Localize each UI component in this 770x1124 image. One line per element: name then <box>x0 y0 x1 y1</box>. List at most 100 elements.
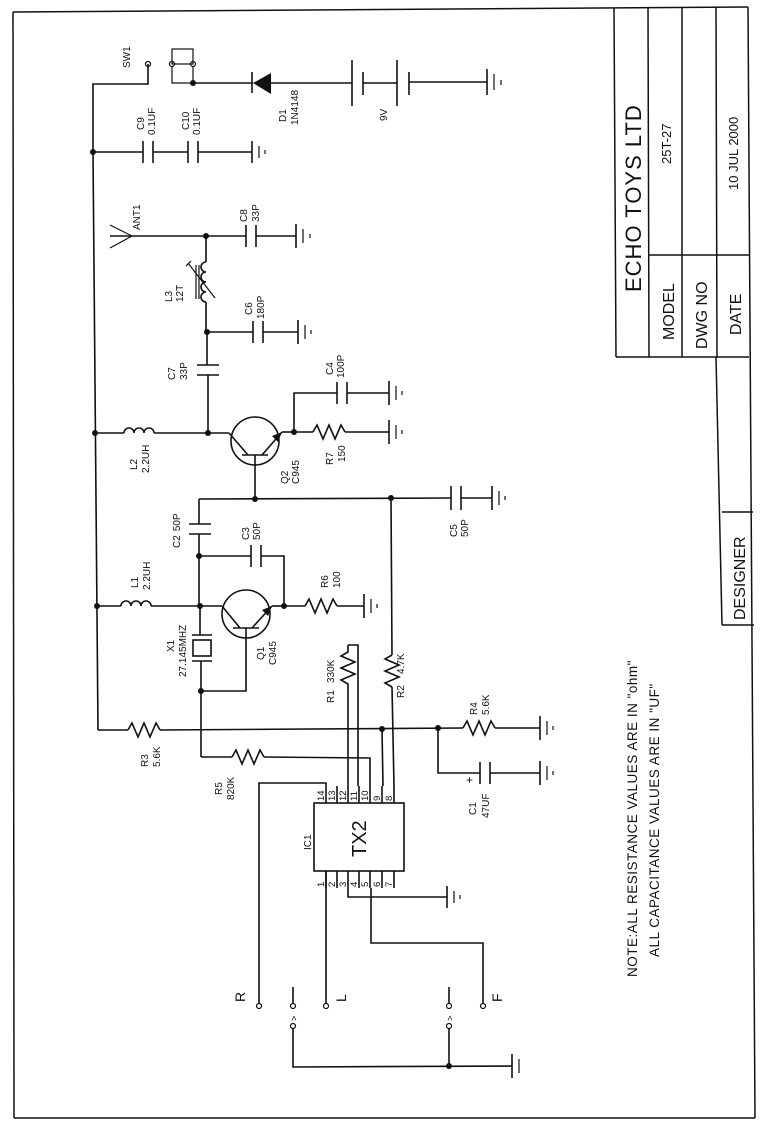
date-value: 10 JUL 2000 <box>726 117 741 190</box>
r2-ref: R2 <box>396 685 407 698</box>
date-label: DATE <box>728 294 745 335</box>
input-f-label: F <box>489 993 505 1002</box>
c3-ref: C3 <box>241 527 252 540</box>
c1-ref: C1 <box>468 802 479 815</box>
q2-ref: Q2 <box>280 470 291 484</box>
r5-resistor: R5 820K <box>201 747 371 800</box>
c1-polarity: + <box>466 773 473 787</box>
q2-base-network: C5 50P <box>198 486 506 537</box>
model-value: 25T-27 <box>659 124 674 164</box>
ic1-pin-5-number: 5 <box>360 882 371 887</box>
switch-arrow-right: > <box>445 1016 455 1021</box>
company-name: ECHO TOYS LTD <box>621 104 646 292</box>
sw1-switch: SW1 <box>122 46 197 86</box>
c7-capacitor: C7 33P <box>167 332 219 433</box>
ic1-pin-6-number: 6 <box>372 882 383 887</box>
r5-value: 820K <box>226 776 237 800</box>
r1-ref: R1 <box>326 690 337 703</box>
c4-capacitor: C4 100P <box>293 354 403 432</box>
q2-transistor: Q2 C945 <box>228 416 302 499</box>
c9-ref: C9 <box>136 117 147 130</box>
ic1-pin-13-number: 13 <box>327 790 338 801</box>
note-line-1: NOTE:ALL RESISTANCE VALUES ARE IN "ohm" <box>625 660 640 977</box>
c1-value: 47UF <box>481 794 492 818</box>
switch-arrow-left: > <box>289 1016 299 1021</box>
c2-capacitor: C250P <box>172 499 211 606</box>
c8-ref: C8 <box>239 209 250 222</box>
r3-resistor: R3 5.6K <box>127 720 464 787</box>
r6-value: 100 <box>332 571 343 588</box>
q1-value: C945 <box>268 641 279 665</box>
c7-value: 33P <box>179 362 190 380</box>
r6-resistor: R6 100 <box>284 571 378 618</box>
r7-resistor: R7 150 <box>294 420 403 465</box>
input-r-label: R <box>232 992 248 1002</box>
d1-ref: D1 <box>278 109 289 122</box>
r2-resistor: R2 4.7K <box>382 497 407 787</box>
model-label: MODEL <box>661 283 678 340</box>
r2-value: 4.7K <box>396 653 407 674</box>
r4-value: 5.6K <box>481 694 492 715</box>
x1-crystal: X1 27.145MHZ <box>166 606 212 757</box>
dwg-no-label: DWG NO <box>694 281 711 349</box>
ic1-pin-4-number: 4 <box>349 882 360 887</box>
l2-value: 2.2UH <box>141 445 152 473</box>
q1-ref: Q1 <box>256 646 267 660</box>
l1-ref: L1 <box>130 576 141 588</box>
r6-ref: R6 <box>320 575 331 588</box>
input-contacts: R > L > F <box>232 987 520 1078</box>
c6-capacitor: C6 180P <box>207 295 312 344</box>
r1-value: 330K <box>326 659 337 683</box>
ant1-ref: ANT1 <box>132 204 143 230</box>
ic1-value: TX2 <box>349 820 371 857</box>
note-line-2: ALL CAPACITANCE VALUES ARE IN "UF" <box>647 683 662 957</box>
r3-ref: R3 <box>140 754 151 767</box>
r1-resistor: R1 330K <box>326 644 359 786</box>
l3-inductor: L3 12T <box>164 236 216 335</box>
c9-value: 0.1UF <box>147 108 158 135</box>
c5-ref: C5 <box>449 524 460 537</box>
c4-value: 100P <box>336 354 347 378</box>
r7-value: 150 <box>337 445 348 462</box>
r4-ref: R4 <box>469 702 480 715</box>
r7-ref: R7 <box>325 452 336 465</box>
antenna-ant1: ANT1 C8 33P <box>109 204 311 249</box>
r3-value: 5.6K <box>152 746 163 767</box>
l2-ref: L2 <box>129 458 140 470</box>
d1-value: 1N4148 <box>290 90 301 125</box>
c9-c10-capacitors: C9 0.1UF C10 0.1UF <box>93 108 266 163</box>
ic1-pin-9-number: 9 <box>372 796 383 801</box>
designer-label: DESIGNER <box>732 536 749 620</box>
d1-diode: D1 1N4148 <box>193 72 352 125</box>
input-l-label: L <box>333 994 349 1002</box>
battery-9v: 9V <box>351 60 502 121</box>
title-block: ECHO TOYS LTD MODEL 25T-27 DWG NO DATE 1… <box>613 7 754 626</box>
q2-value: C945 <box>291 460 302 484</box>
c1-capacitor: + C1 47UF <box>437 728 554 818</box>
x1-ref: X1 <box>166 639 177 652</box>
ic1-pin-10-number: 10 <box>360 790 371 801</box>
c6-ref: C6 <box>244 302 255 315</box>
units-note: NOTE:ALL RESISTANCE VALUES ARE IN "ohm" … <box>625 660 662 977</box>
x1-value: 27.145MHZ <box>178 625 189 677</box>
c7-ref: C7 <box>167 367 178 380</box>
drawing-frame <box>12 6 756 1119</box>
r5-ref: R5 <box>214 782 225 795</box>
l1-value: 2.2UH <box>142 562 153 590</box>
supply-rail <box>90 64 149 731</box>
ic1-pin-11-number: 11 <box>349 791 360 801</box>
c6-value: 180P <box>256 295 267 319</box>
ic1-pin-12-number: 12 <box>338 790 349 801</box>
sw1-ref: SW1 <box>122 46 133 68</box>
c10-value: 0.1UF <box>192 108 203 135</box>
r4-resistor: R4 5.6K <box>462 694 554 740</box>
c3-capacitor: C3 50P <box>199 522 285 606</box>
l3-value: 12T <box>175 285 186 302</box>
battery-value: 9V <box>379 108 390 121</box>
c4-ref: C4 <box>325 362 336 375</box>
ic1-pin-14-number: 14 <box>316 790 327 801</box>
